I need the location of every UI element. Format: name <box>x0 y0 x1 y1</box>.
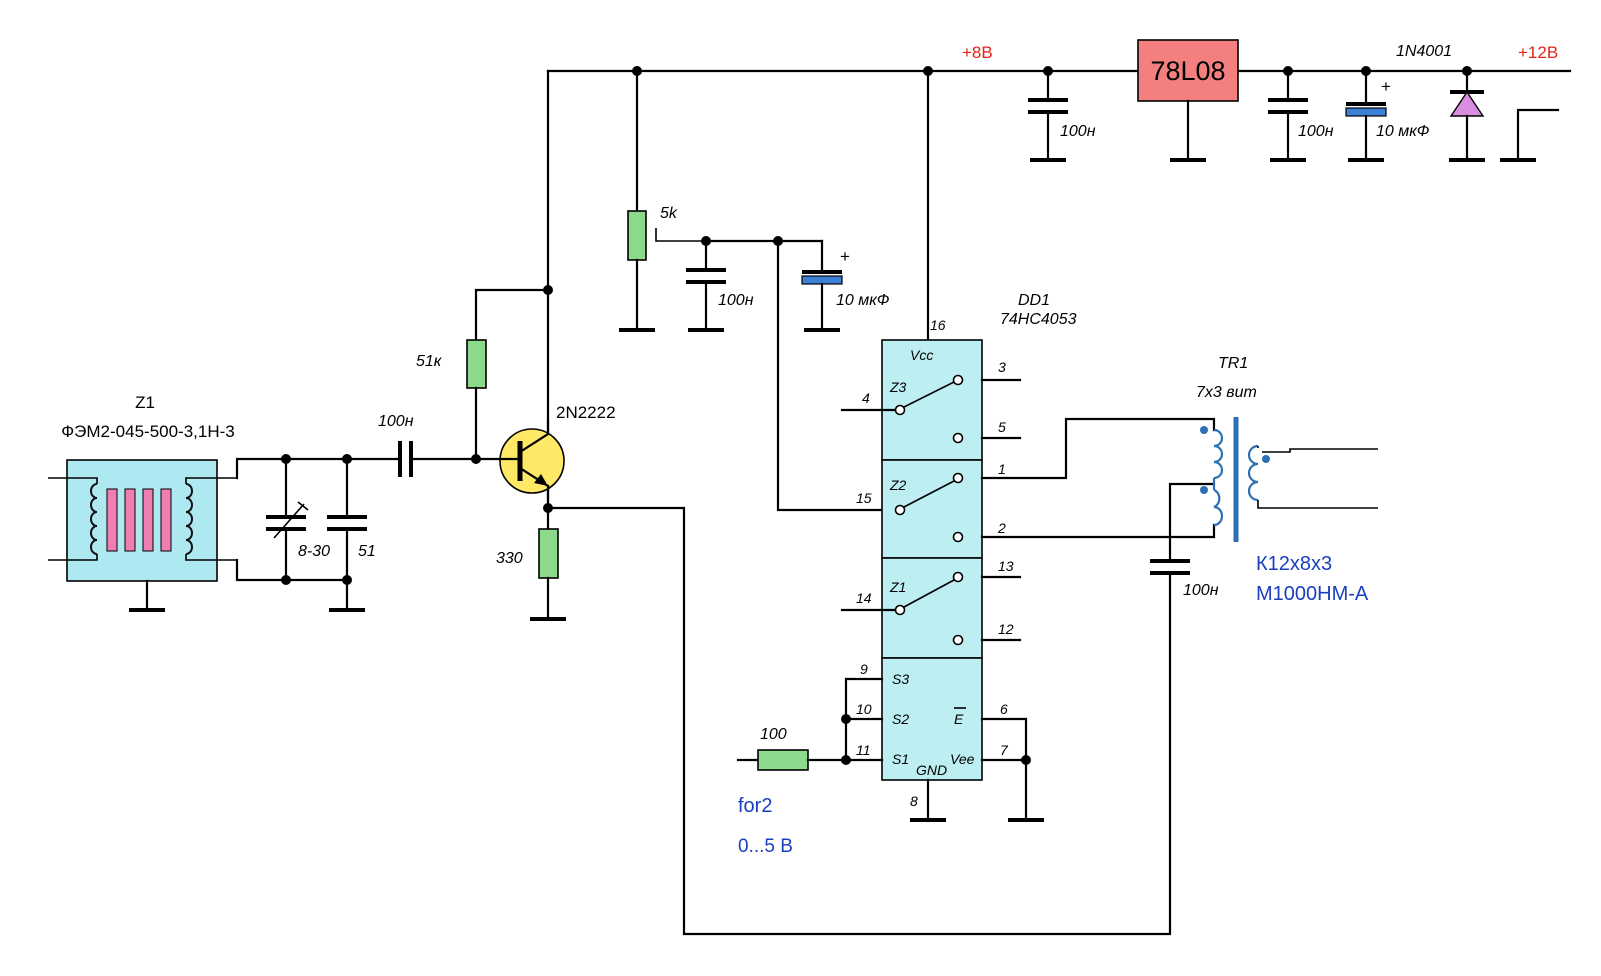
s2-label: S2 <box>892 711 909 727</box>
transformer-tr1: TR1 7х3 вит К12х8х3 М1000НМ-А <box>980 355 1378 605</box>
res-label: 330 <box>496 550 523 567</box>
pin-label: 3 <box>998 359 1006 375</box>
supply-return <box>1500 108 1560 162</box>
vee-label: Vee <box>950 751 975 767</box>
pin-label: 10 <box>856 701 872 717</box>
cap-label: 51 <box>358 543 376 560</box>
input-name: for2 <box>738 795 772 817</box>
input-resistor-100: 100 for2 0...5 В <box>736 726 848 857</box>
pot-filter-network: 100н + 10 мкФ <box>686 236 890 512</box>
base-resistor-51k: 51к <box>416 285 553 461</box>
pin-label: 12 <box>998 621 1014 637</box>
pin-label: 2 <box>997 520 1006 536</box>
pin-label: 5 <box>998 419 1006 435</box>
input-range: 0...5 В <box>738 836 793 857</box>
gnd-label: GND <box>916 762 947 778</box>
diode-label: 1N4001 <box>1396 43 1452 60</box>
filter-ref: Z1 <box>135 393 155 412</box>
cap-label: 100н <box>1298 123 1334 140</box>
transformer-material: М1000НМ-А <box>1256 583 1369 605</box>
s1-label: S1 <box>892 751 909 767</box>
e-label: E <box>954 711 964 727</box>
cap-label: 100н <box>718 292 754 309</box>
z3-label: Z3 <box>889 379 907 395</box>
transformer-turns: 7х3 вит <box>1196 384 1257 401</box>
pin-label: 4 <box>862 390 870 406</box>
pin-label: 16 <box>930 317 946 333</box>
pin-label: 7 <box>1000 742 1009 758</box>
cap-label: 100н <box>378 413 414 430</box>
plus-sign: + <box>840 247 850 266</box>
cap-label: 10 мкФ <box>1376 123 1430 140</box>
plus12-label: +12В <box>1518 43 1558 62</box>
emitter-resistor-330: 330 <box>496 506 566 621</box>
potentiometer-5k: 5k <box>619 69 706 332</box>
cap-label: 100н <box>1060 123 1096 140</box>
z2-label: Z2 <box>889 477 907 493</box>
ic-74hc4053: DD1 74HC4053 16 Vcc Z3 4 3 5 Z2 15 1 2 Z… <box>840 69 1077 822</box>
ic-part: 74HC4053 <box>1000 311 1077 328</box>
cap-label: 8-30 <box>298 543 330 560</box>
filter-output-network: 8-30 51 100н <box>235 413 481 612</box>
cap-label: 100н <box>1183 582 1219 599</box>
transistor-2n2222: 2N2222 <box>474 403 616 513</box>
res-label: 51к <box>416 353 443 370</box>
pin-label: 14 <box>856 590 872 606</box>
pin-label: 11 <box>856 742 871 758</box>
z1-label: Z1 <box>889 579 906 595</box>
capacitor-reg-out: 100н <box>1028 69 1096 162</box>
transformer-core: К12х8х3 <box>1256 553 1332 575</box>
transistor-label: 2N2222 <box>556 403 616 422</box>
plus8-label: +8В <box>962 43 993 62</box>
regulator-78l08: 78L08 <box>1137 39 1239 162</box>
pin-label: 15 <box>856 490 872 506</box>
regulator-label: 78L08 <box>1150 56 1225 86</box>
pin-label: 8 <box>910 793 918 809</box>
pin-label: 13 <box>998 558 1014 574</box>
s3-label: S3 <box>892 671 909 687</box>
capacitor-reg-in: 100н <box>1268 69 1334 162</box>
pin-label: 6 <box>1000 701 1008 717</box>
capacitor-electrolytic-supply: + 10 мкФ <box>1345 69 1430 162</box>
filter-part: ФЭМ2-045-500-3,1Н-3 <box>61 422 235 441</box>
transformer-ref: TR1 <box>1218 355 1248 372</box>
emitter-feedback-line: 100н <box>546 482 1219 936</box>
res-label: 100 <box>760 726 787 743</box>
filter-z1: Z1 ФЭМ2-045-500-3,1Н-3 <box>48 393 237 612</box>
pin-label: 9 <box>860 661 868 677</box>
cap-label: 10 мкФ <box>836 292 890 309</box>
pin-label: 1 <box>998 461 1006 477</box>
plus-sign: + <box>1381 77 1391 96</box>
pot-label: 5k <box>660 205 678 222</box>
diode-1n4001: 1N4001 <box>1396 43 1485 162</box>
vcc-label: Vcc <box>910 347 933 363</box>
ic-ref: DD1 <box>1018 292 1050 309</box>
